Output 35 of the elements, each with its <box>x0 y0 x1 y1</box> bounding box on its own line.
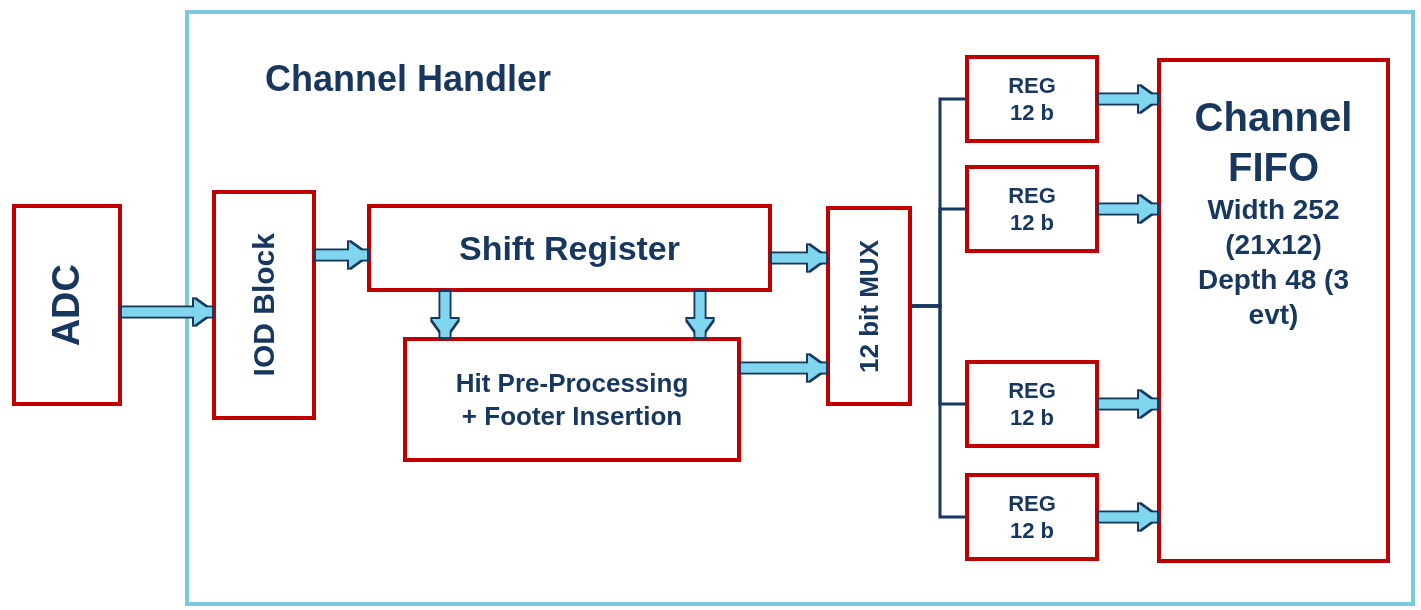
connector-line <box>912 304 965 519</box>
block-arrow <box>1099 196 1157 222</box>
process-box <box>367 204 772 292</box>
box-label: REG 12 b <box>1007 71 1057 127</box>
box-label: REG 12 b <box>1007 489 1057 545</box>
box-label: IOD Block <box>246 233 282 377</box>
block-arrow <box>687 292 713 337</box>
process-box <box>965 360 1099 448</box>
block-arrow <box>1099 391 1157 417</box>
process-box <box>212 190 316 420</box>
block-arrow <box>316 242 367 268</box>
block-arrow <box>122 299 212 325</box>
box-label: 12 bit MUX <box>852 239 885 373</box>
panel-title: Channel Handler <box>265 57 552 101</box>
box-label: REG 12 b <box>1007 376 1057 432</box>
container-panel <box>185 10 1415 606</box>
block-arrow <box>741 355 826 381</box>
process-box <box>1157 58 1390 563</box>
box-detail: Width 252 (21x12) <box>1206 193 1341 262</box>
block-arrow <box>1099 504 1157 530</box>
box-label: Channel FIFO <box>1193 94 1354 191</box>
box-label: ADC <box>44 263 89 347</box>
box-label: Shift Register <box>458 227 680 269</box>
process-box <box>403 337 741 462</box>
block-arrow <box>772 245 826 271</box>
process-box <box>12 204 122 406</box>
block-arrow <box>432 292 458 337</box>
process-box <box>826 206 912 406</box>
box-detail: Depth 48 (3 evt) <box>1197 263 1350 332</box>
box-label: REG 12 b <box>1007 181 1057 237</box>
block-arrow <box>1099 86 1157 112</box>
process-box <box>965 165 1099 253</box>
process-box <box>965 473 1099 561</box>
process-box <box>965 55 1099 143</box>
box-label: Hit Pre-Processing + Footer Insertion <box>454 367 690 432</box>
